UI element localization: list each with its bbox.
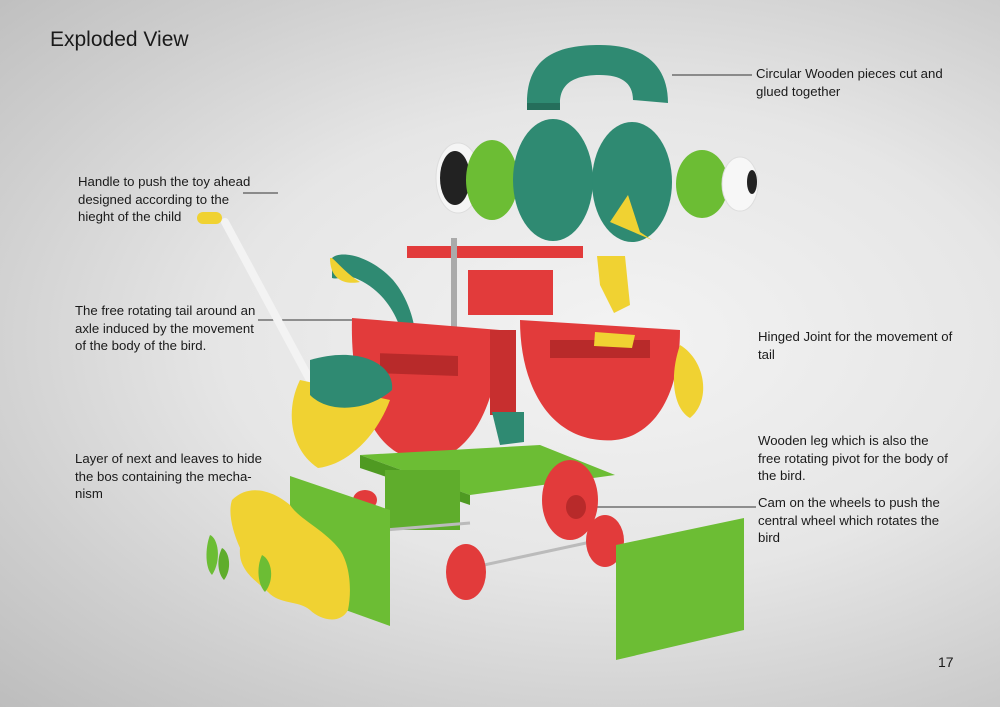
beak (610, 195, 652, 240)
page-number: 17 (938, 654, 954, 670)
annotation-hinged-joint: Hinged Joint for the movement of tail (758, 329, 953, 362)
annotation-handle: Handle to push the toy ahead designed ac… (78, 174, 251, 224)
right-green-disc (676, 150, 728, 218)
annotation-wooden-leg: Wooden leg which is also the free rotati… (758, 433, 948, 483)
yellow-bracket (597, 256, 630, 313)
annotation-cam: Cam on the wheels to push the central wh… (758, 495, 940, 545)
left-eye-pupil (440, 151, 470, 205)
center-teal-disc (513, 119, 593, 241)
left-teal-wing (310, 354, 393, 408)
left-body-half (351, 318, 500, 461)
annotation-circular-pieces: Circular Wooden pieces cut and glued tog… (756, 66, 943, 99)
tail-yellow-piece (330, 258, 360, 283)
front-axle (469, 538, 601, 570)
rear-axle (384, 521, 471, 532)
right-teal-disc (592, 122, 672, 242)
red-top-plate (407, 246, 583, 258)
annotation-leaves-layer: Layer of next and leaves to hide the bos… (75, 451, 262, 501)
neck-assembly (407, 238, 630, 368)
teal-leg (492, 412, 524, 445)
head-discs (435, 119, 759, 242)
cam-wheel-hub (566, 495, 586, 519)
threaded-rod (451, 238, 457, 368)
left-green-disc (466, 140, 518, 220)
red-neck-block (468, 270, 553, 315)
small-green-leaf-1 (206, 535, 218, 575)
front-left-wheel (446, 544, 486, 600)
page-title: Exploded View (50, 28, 189, 51)
small-green-leaf-3 (218, 548, 230, 580)
front-right-wheel (586, 515, 624, 567)
small-green-leaf-2 (258, 555, 272, 592)
hinge-strip (594, 332, 635, 348)
right-eye-outer (721, 156, 759, 212)
handle-grip (197, 212, 222, 224)
central-post (490, 330, 516, 415)
red-body (351, 318, 680, 461)
top-arch-piece (527, 45, 668, 110)
right-eye-pupil (747, 170, 757, 194)
right-yellow-wing (673, 345, 704, 418)
base-inner-block (385, 470, 460, 530)
left-body-slot (380, 353, 458, 376)
right-green-panel (616, 518, 744, 660)
yellow-leaves (230, 490, 350, 620)
annotation-tail-axle: The free rotating tail around an axle in… (75, 303, 256, 353)
